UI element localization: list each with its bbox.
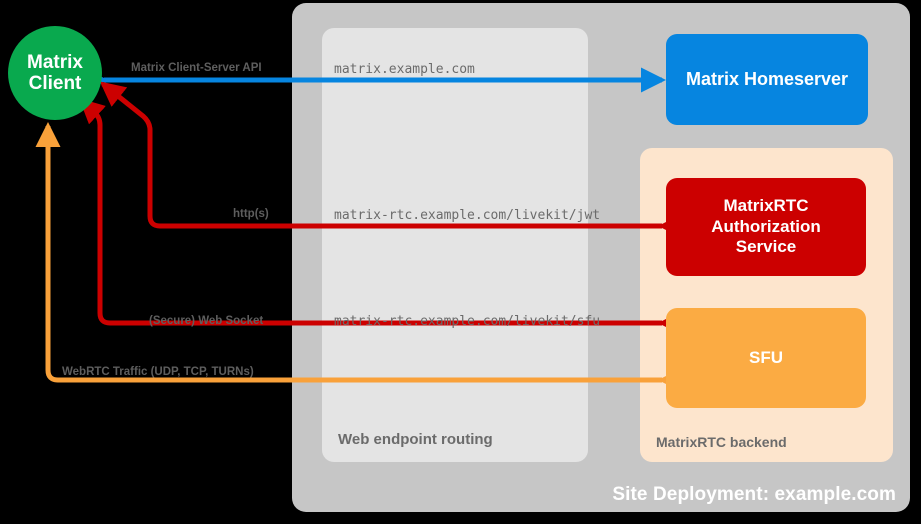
connector-label-secure-web-socket: (Secure) Web Socket [149,315,264,327]
connector-label-https-jwt: http(s) [233,208,269,220]
node-matrix-homeserver[interactable]: Matrix Homeserver [666,34,868,125]
node-matrix-client[interactable]: Matrix Client [8,26,102,120]
matrixrtc-auth-line3: Service [735,237,797,257]
connector-label-webrtc-traffic: WebRTC Traffic (UDP, TCP, TURNs) [62,366,254,378]
node-matrixrtc-authorization-service[interactable]: MatrixRTC Authorization Service [666,178,866,276]
endpoint-label-livekit-sfu: matrix-rtc.example.com/livekit/sfu [334,314,601,329]
node-sfu[interactable]: SFU [666,308,866,408]
matrixrtc-auth-label: MatrixRTC Authorization Service [711,196,821,257]
web-endpoint-routing-label: Web endpoint routing [338,431,493,448]
matrixrtc-backend-label: MatrixRTC backend [656,434,787,450]
sfu-label: SFU [749,347,783,367]
matrixrtc-auth-line2: Authorization [711,216,821,236]
matrix-homeserver-label: Matrix Homeserver [685,68,849,89]
endpoint-label-matrix: matrix.example.com [334,62,475,77]
web-endpoint-routing-panel: Web endpoint routing [322,28,588,462]
matrix-client-line1: Matrix [27,51,83,73]
matrix-client-line2: Client [28,73,82,94]
site-deployment-label: Site Deployment: example.com [612,484,896,505]
connector-label-matrix-client-server-api: Matrix Client-Server API [131,62,262,74]
endpoint-label-livekit-jwt: matrix-rtc.example.com/livekit/jwt [334,208,601,223]
matrixrtc-auth-line1: MatrixRTC [723,196,809,216]
